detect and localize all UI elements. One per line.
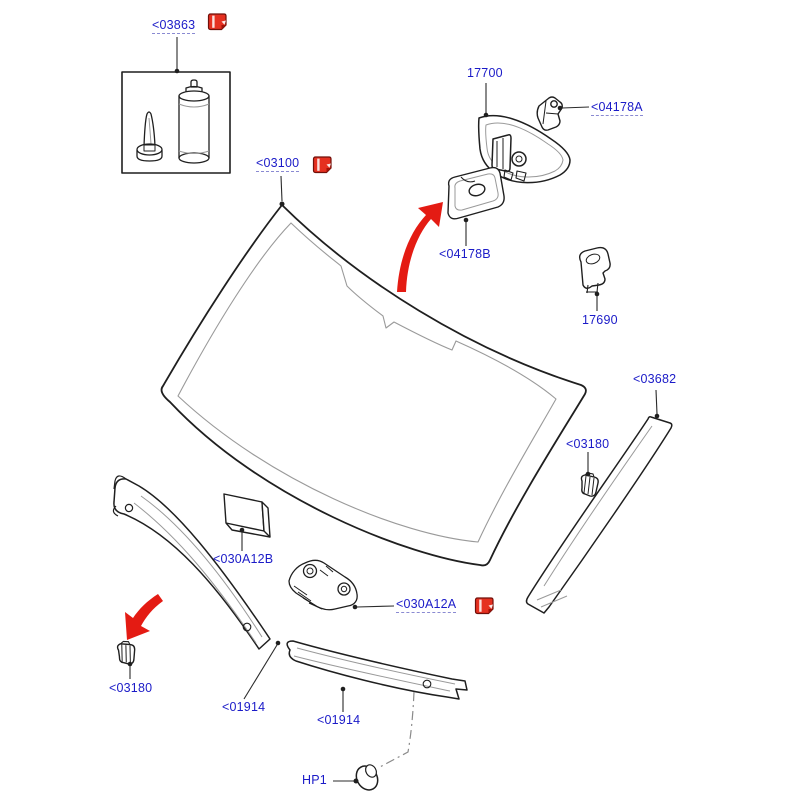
label-17690[interactable]: 17690 (582, 313, 618, 327)
push-pin-drawing (355, 764, 379, 791)
pillar-moulding-drawing (525, 416, 673, 614)
center-drop-line (377, 691, 415, 769)
label-030A12A[interactable]: <030A12A (396, 597, 457, 613)
sealant-kit-drawing (121, 71, 231, 174)
leader-lines (129, 37, 658, 782)
windshield-drawing (160, 204, 587, 567)
label-03682[interactable]: <03682 (633, 372, 677, 386)
label-03863[interactable]: <03863 (152, 18, 196, 34)
label-03100[interactable]: <03100 (256, 156, 300, 172)
clip-right-drawing (580, 472, 599, 497)
related-parts-icon[interactable] (207, 12, 229, 32)
leader-dots (127, 68, 660, 784)
label-17700[interactable]: 17700 (467, 66, 503, 80)
red-curved-arrow-up (397, 202, 443, 292)
related-parts-icon[interactable] (474, 596, 496, 616)
related-parts-icon[interactable] (312, 155, 334, 175)
label-01914-left[interactable]: <01914 (222, 700, 266, 714)
cowl-left-drawing (112, 475, 271, 650)
label-030A12B[interactable]: <030A12B (213, 552, 274, 566)
label-HP1[interactable]: HP1 (302, 773, 327, 787)
sensor-drawing (578, 246, 611, 294)
label-04178B[interactable]: <04178B (439, 247, 491, 261)
red-curved-arrow-down (125, 594, 163, 640)
clip-left-drawing (116, 639, 138, 666)
mirror-bracket-drawing (536, 96, 563, 131)
label-03180-left[interactable]: <03180 (109, 681, 153, 695)
mirror-cover-drawing (447, 166, 505, 220)
rear-view-mirror-drawing (477, 114, 571, 184)
label-03180-right[interactable]: <03180 (566, 437, 610, 451)
label-01914-right[interactable]: <01914 (317, 713, 361, 727)
cowl-right-drawing (286, 640, 468, 700)
spacer-pad-drawing (223, 493, 271, 538)
label-04178A[interactable]: <04178A (591, 100, 643, 116)
bracket-assembly-drawing (288, 559, 358, 611)
